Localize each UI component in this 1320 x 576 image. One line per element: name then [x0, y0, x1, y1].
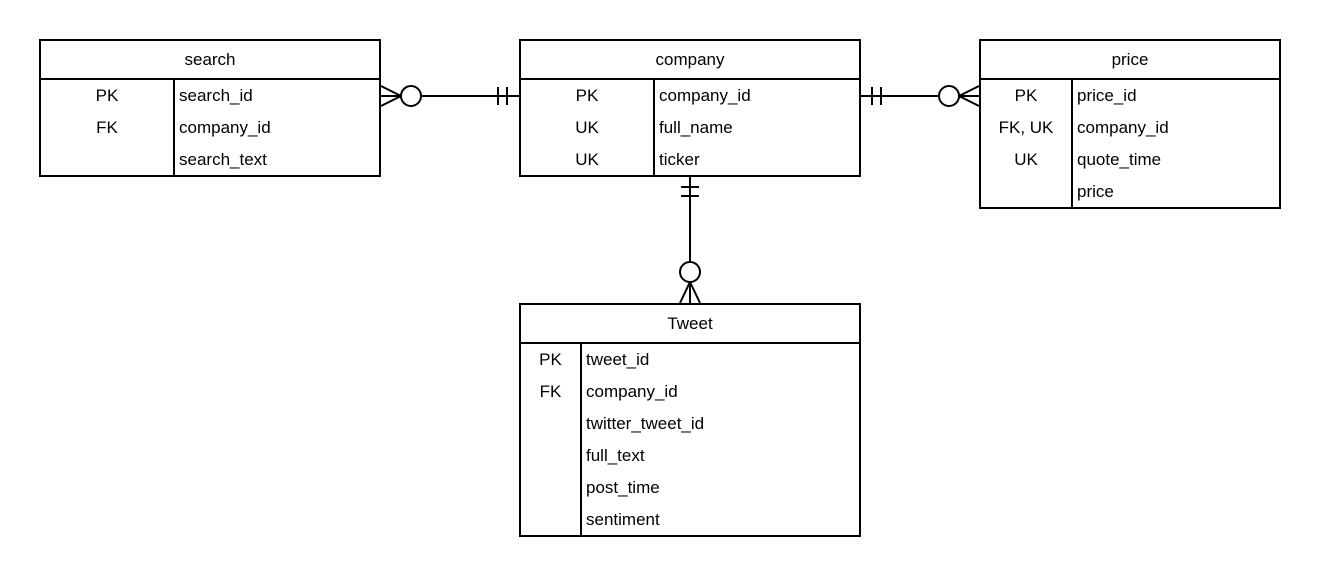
- attribute-column: price_id company_id quote_time price: [1073, 80, 1279, 209]
- crow-foot-lower: [958, 95, 980, 107]
- zero-mark: [679, 261, 701, 283]
- key-cell: [521, 442, 580, 474]
- attribute-column: search_id company_id search_text: [175, 80, 379, 177]
- key-cell: PK: [575, 86, 599, 105]
- attribute-cell: quote_time: [1077, 150, 1162, 169]
- key-column: PK FK: [521, 344, 582, 535]
- crow-foot-lower: [380, 95, 402, 107]
- entity-body: PK UK UK company_id full_name ticker: [521, 80, 859, 175]
- key-cell: [521, 506, 580, 538]
- key-column: PK UK UK: [521, 80, 655, 175]
- attribute-cell: search_id: [179, 86, 253, 105]
- zero-mark: [400, 85, 422, 107]
- key-cell: UK: [575, 150, 599, 169]
- entity-title: Tweet: [521, 305, 859, 344]
- key-cell: [41, 146, 173, 178]
- relationship-company-price: [861, 85, 980, 107]
- crow-foot-right: [689, 281, 701, 304]
- attribute-cell: price: [1077, 182, 1114, 201]
- attribute-cell: ticker: [659, 150, 700, 169]
- entity-body: PK FK search_id company_id search_text: [41, 80, 379, 175]
- entity-price[interactable]: price PK FK, UK UK price_id company_id q…: [979, 39, 1281, 209]
- key-cell: [521, 410, 580, 442]
- key-cell: FK, UK: [998, 118, 1054, 137]
- key-column: PK FK, UK UK: [981, 80, 1073, 207]
- key-cell: PK: [539, 350, 562, 369]
- attribute-cell: sentiment: [586, 510, 660, 529]
- crow-foot-upper: [380, 85, 402, 97]
- relationship-company-search: [380, 85, 519, 107]
- crow-foot-upper: [958, 85, 980, 97]
- key-cell: UK: [1014, 150, 1038, 169]
- key-cell: PK: [95, 86, 119, 105]
- attribute-cell: company_id: [586, 382, 678, 401]
- entity-title: company: [521, 41, 859, 80]
- key-cell: FK: [539, 382, 562, 401]
- attribute-cell: company_id: [659, 86, 751, 105]
- key-cell: [521, 474, 580, 506]
- crow-foot-left: [679, 281, 691, 304]
- key-cell: UK: [575, 118, 599, 137]
- key-column: PK FK: [41, 80, 175, 175]
- attribute-cell: full_name: [659, 118, 733, 137]
- entity-body: PK FK tweet_id company_id twitter_tweet_…: [521, 344, 859, 535]
- entity-title: price: [981, 41, 1279, 80]
- key-cell: PK: [1014, 86, 1038, 105]
- key-cell: [981, 178, 1071, 210]
- attribute-cell: tweet_id: [586, 350, 650, 369]
- entity-company[interactable]: company PK UK UK company_id full_name ti…: [519, 39, 861, 177]
- entity-body: PK FK, UK UK price_id company_id quote_t…: [981, 80, 1279, 207]
- entity-search[interactable]: search PK FK search_id company_id search…: [39, 39, 381, 177]
- zero-mark: [938, 85, 960, 107]
- entity-tweet[interactable]: Tweet PK FK tweet_id company_id twitter_…: [519, 303, 861, 537]
- attribute-cell: price_id: [1077, 86, 1137, 105]
- attribute-cell: full_text: [586, 446, 645, 465]
- attribute-column: tweet_id company_id twitter_tweet_id ful…: [582, 344, 859, 537]
- attribute-cell: company_id: [179, 118, 271, 137]
- entity-title: search: [41, 41, 379, 80]
- attribute-cell: company_id: [1077, 118, 1169, 137]
- key-cell: FK: [96, 118, 118, 137]
- attribute-cell: post_time: [586, 478, 660, 497]
- attribute-cell: twitter_tweet_id: [586, 414, 705, 433]
- attribute-cell: search_text: [179, 150, 267, 169]
- relationship-company-tweet: [679, 177, 701, 304]
- attribute-column: company_id full_name ticker: [655, 80, 859, 177]
